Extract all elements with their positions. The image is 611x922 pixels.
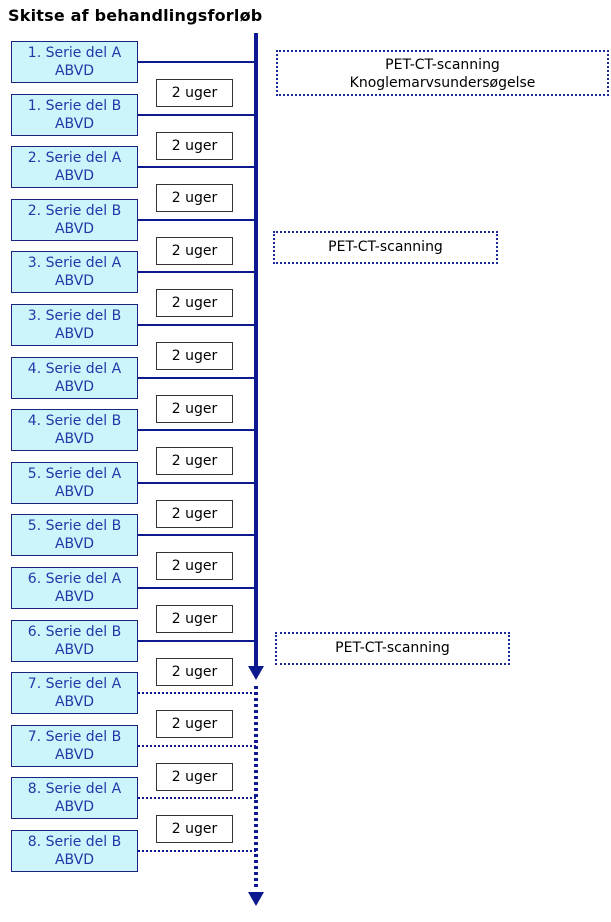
diagram-title: Skitse af behandlingsforløb — [8, 6, 263, 25]
series-regimen: ABVD — [54, 852, 95, 868]
note-box-1: PET-CT-scanning Knoglemarvsundersøgelse — [276, 50, 609, 96]
connector-lines — [138, 61, 256, 852]
series-box-12: 6. Serie del B ABVD — [11, 620, 138, 662]
series-box-7: 4. Serie del A ABVD — [11, 357, 138, 399]
series-box-10: 5. Serie del B ABVD — [11, 514, 138, 556]
series-regimen: ABVD — [54, 642, 95, 658]
series-label: 7. Serie del A — [27, 676, 122, 692]
series-label: 2. Serie del A — [27, 150, 122, 166]
interval-box-6: 2 uger — [156, 342, 233, 370]
series-box-15: 8. Serie del A ABVD — [11, 777, 138, 819]
series-label: 1. Serie del A — [27, 45, 122, 61]
series-label: 6. Serie del A — [27, 571, 122, 587]
interval-box-15: 2 uger — [156, 815, 233, 843]
series-regimen: ABVD — [54, 379, 95, 395]
series-label: 5. Serie del B — [27, 518, 122, 534]
series-regimen: ABVD — [54, 221, 95, 237]
note-3-line1: PET-CT-scanning — [335, 640, 450, 656]
interval-box-10: 2 uger — [156, 552, 233, 580]
series-box-8: 4. Serie del B ABVD — [11, 409, 138, 451]
series-label: 4. Serie del A — [27, 361, 122, 377]
series-box-16: 8. Serie del B ABVD — [11, 830, 138, 872]
series-box-14: 7. Serie del B ABVD — [11, 725, 138, 767]
interval-box-4: 2 uger — [156, 237, 233, 265]
series-regimen: ABVD — [54, 747, 95, 763]
series-label: 6. Serie del B — [27, 624, 122, 640]
interval-box-2: 2 uger — [156, 132, 233, 160]
series-box-11: 6. Serie del A ABVD — [11, 567, 138, 609]
interval-box-13: 2 uger — [156, 710, 233, 738]
interval-box-3: 2 uger — [156, 184, 233, 212]
series-regimen: ABVD — [54, 116, 95, 132]
series-box-9: 5. Serie del A ABVD — [11, 462, 138, 504]
series-box-2: 1. Serie del B ABVD — [11, 94, 138, 136]
series-label: 4. Serie del B — [27, 413, 122, 429]
interval-box-12: 2 uger — [156, 658, 233, 686]
series-regimen: ABVD — [54, 799, 95, 815]
note-2-line1: PET-CT-scanning — [328, 239, 443, 255]
series-box-6: 3. Serie del B ABVD — [11, 304, 138, 346]
interval-box-9: 2 uger — [156, 500, 233, 528]
series-regimen: ABVD — [54, 589, 95, 605]
series-box-3: 2. Serie del A ABVD — [11, 146, 138, 188]
note-box-2: PET-CT-scanning — [273, 231, 498, 264]
series-label: 8. Serie del A — [27, 781, 122, 797]
series-label: 3. Serie del B — [27, 308, 122, 324]
series-box-13: 7. Serie del A ABVD — [11, 672, 138, 714]
interval-box-5: 2 uger — [156, 289, 233, 317]
timeline-arrowhead-end — [248, 892, 264, 906]
series-regimen: ABVD — [54, 431, 95, 447]
timeline-arrowhead-middle — [248, 666, 264, 680]
series-label: 1. Serie del B — [27, 98, 122, 114]
series-box-1: 1. Serie del A ABVD — [11, 41, 138, 83]
note-box-3: PET-CT-scanning — [275, 632, 510, 665]
note-1-line1: PET-CT-scanning — [385, 57, 500, 73]
series-regimen: ABVD — [54, 168, 95, 184]
interval-box-11: 2 uger — [156, 605, 233, 633]
series-label: 5. Serie del A — [27, 466, 122, 482]
series-regimen: ABVD — [54, 536, 95, 552]
series-label: 3. Serie del A — [27, 255, 122, 271]
series-label: 8. Serie del B — [27, 834, 122, 850]
interval-box-14: 2 uger — [156, 763, 233, 791]
series-box-4: 2. Serie del B ABVD — [11, 199, 138, 241]
series-label: 2. Serie del B — [27, 203, 122, 219]
series-label: 7. Serie del B — [27, 729, 122, 745]
series-regimen: ABVD — [54, 326, 95, 342]
series-regimen: ABVD — [54, 63, 95, 79]
series-regimen: ABVD — [54, 484, 95, 500]
series-box-5: 3. Serie del A ABVD — [11, 251, 138, 293]
note-1-line2: Knoglemarvsundersøgelse — [349, 75, 536, 91]
series-regimen: ABVD — [54, 694, 95, 710]
interval-box-1: 2 uger — [156, 79, 233, 107]
series-regimen: ABVD — [54, 273, 95, 289]
interval-box-7: 2 uger — [156, 395, 233, 423]
interval-box-8: 2 uger — [156, 447, 233, 475]
